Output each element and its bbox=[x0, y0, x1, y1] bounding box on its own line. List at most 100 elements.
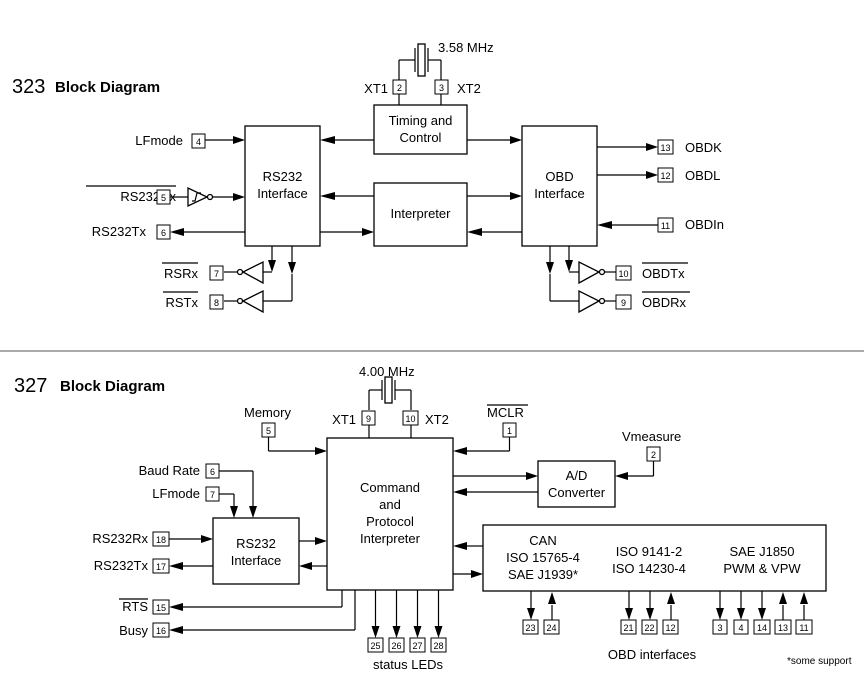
rts-pin: 15 bbox=[156, 603, 166, 613]
xt2-323-label: XT2 bbox=[457, 81, 481, 96]
obdtx-label: OBDTx bbox=[642, 266, 685, 281]
can-label-1: CAN bbox=[529, 533, 556, 548]
obd-label-1: OBD bbox=[545, 169, 573, 184]
rs232rx-323-pin: 5 bbox=[161, 193, 166, 203]
sae-pin-14: 14 bbox=[757, 623, 767, 633]
memory-label: Memory bbox=[244, 405, 291, 420]
vmeasure-pin: 2 bbox=[651, 450, 656, 460]
iso-pin-22: 22 bbox=[644, 623, 654, 633]
led-pin-28: 28 bbox=[433, 641, 443, 651]
rstx-label: RSTx bbox=[166, 295, 199, 310]
status-led-outputs: 25 26 27 28 bbox=[367, 590, 447, 653]
led-pin-25: 25 bbox=[370, 641, 380, 651]
rs232rx-327-label: RS232Rx bbox=[92, 531, 148, 546]
obd-interfaces-label: OBD interfaces bbox=[608, 647, 697, 662]
can-pins: 23 24 bbox=[522, 591, 560, 635]
can-pin-23: 23 bbox=[525, 623, 535, 633]
rs232tx-327-pin: 17 bbox=[156, 562, 166, 572]
timing-label-1: Timing and bbox=[389, 113, 453, 128]
rsrx-label: RSRx bbox=[164, 266, 198, 281]
timing-control-block bbox=[373, 104, 468, 155]
rstx-pin: 8 bbox=[214, 298, 219, 308]
rs232-327-label-1: RS232 bbox=[236, 536, 276, 551]
crystal-323-freq: 3.58 MHz bbox=[438, 40, 494, 55]
vmeasure-label: Vmeasure bbox=[622, 429, 681, 444]
some-support-note: *some support bbox=[787, 656, 852, 667]
xt1-327-label: XT1 bbox=[332, 412, 356, 427]
title-323-text: Block Diagram bbox=[55, 79, 160, 96]
xt1-323-label: XT1 bbox=[364, 81, 388, 96]
xt2-323-pin: 3 bbox=[439, 83, 444, 93]
interpreter-block bbox=[373, 182, 468, 247]
diagram-327: 327 Block Diagram 4.00 MHz 9 XT1 10 XT2 … bbox=[14, 364, 852, 672]
command-label-4: Interpreter bbox=[360, 531, 421, 546]
iso-label-1: ISO 9141-2 bbox=[616, 544, 683, 559]
can-label-3: SAE J1939* bbox=[508, 567, 578, 582]
obdl-label: OBDL bbox=[685, 168, 720, 183]
xt1-323-pin: 2 bbox=[397, 83, 402, 93]
obdk-label: OBDK bbox=[685, 140, 722, 155]
obd-interface-block bbox=[521, 125, 598, 247]
timing-label-2: Control bbox=[400, 130, 442, 145]
rsrx-pin: 7 bbox=[214, 269, 219, 279]
led-pin-27: 27 bbox=[412, 641, 422, 651]
title-327-text: Block Diagram bbox=[60, 378, 165, 395]
memory-pin: 5 bbox=[266, 426, 271, 436]
xt2-327-label: XT2 bbox=[425, 412, 449, 427]
can-label-2: ISO 15765-4 bbox=[506, 550, 580, 565]
iso-pins: 21 22 12 bbox=[620, 591, 679, 635]
obd-protocols-block bbox=[482, 524, 827, 592]
command-label-2: and bbox=[379, 497, 401, 512]
ad-label-2: Converter bbox=[548, 485, 606, 500]
crystal-327 bbox=[368, 376, 412, 410]
rs232tx-327-label: RS232Tx bbox=[94, 558, 149, 573]
mclr-pin: 1 bbox=[507, 426, 512, 436]
sae-label-1: SAE J1850 bbox=[729, 544, 794, 559]
lfmode-327-label: LFmode bbox=[152, 486, 200, 501]
interpreter-label: Interpreter bbox=[391, 206, 452, 221]
ad-label-1: A/D bbox=[566, 468, 588, 483]
xt1-327-pin: 9 bbox=[366, 414, 371, 424]
ad-converter-block bbox=[537, 460, 616, 508]
rs232tx-323-pin: 6 bbox=[161, 228, 166, 238]
rs232-interface-block-327 bbox=[212, 517, 300, 585]
busy-label: Busy bbox=[119, 623, 148, 638]
iso-label-2: ISO 14230-4 bbox=[612, 561, 686, 576]
crystal-327-freq: 4.00 MHz bbox=[359, 364, 415, 379]
rs232-323-label-2: Interface bbox=[257, 186, 308, 201]
rs232-327-label-2: Interface bbox=[231, 553, 282, 568]
rs232-interface-block-323 bbox=[244, 125, 321, 247]
mclr-label: MCLR bbox=[487, 405, 524, 420]
obdin-pin: 11 bbox=[661, 221, 670, 231]
command-label-3: Protocol bbox=[366, 514, 414, 529]
baud-label: Baud Rate bbox=[139, 463, 200, 478]
xt2-327-pin: 10 bbox=[405, 414, 415, 424]
obdin-label: OBDIn bbox=[685, 217, 724, 232]
obdtx-pin: 10 bbox=[618, 269, 628, 279]
rs232-323-label-1: RS232 bbox=[263, 169, 303, 184]
status-leds-label: status LEDs bbox=[373, 657, 444, 672]
rs232tx-323-label: RS232Tx bbox=[92, 224, 147, 239]
rs232rx-327-pin: 18 bbox=[156, 535, 166, 545]
lfmode-323-pin: 4 bbox=[196, 137, 201, 147]
sae-pin-13: 13 bbox=[778, 623, 788, 633]
obdl-pin: 12 bbox=[660, 171, 670, 181]
sae-label-2: PWM & VPW bbox=[723, 561, 801, 576]
sae-pin-4: 4 bbox=[738, 623, 743, 633]
led-pin-26: 26 bbox=[391, 641, 401, 651]
crystal-323 bbox=[398, 43, 442, 80]
obd-label-2: Interface bbox=[534, 186, 585, 201]
title-323-number: 323 bbox=[12, 76, 45, 98]
iso-pin-12: 12 bbox=[665, 623, 675, 633]
obdrx-label: OBDRx bbox=[642, 295, 687, 310]
lfmode-327-pin: 7 bbox=[210, 490, 215, 500]
command-interpreter-block bbox=[326, 437, 454, 591]
iso-pin-21: 21 bbox=[623, 623, 633, 633]
can-pin-24: 24 bbox=[546, 623, 556, 633]
obdk-pin: 13 bbox=[660, 143, 670, 153]
diagram-323: 323 Block Diagram 3.58 MHz 2 XT1 3 XT2 T… bbox=[12, 40, 724, 314]
command-label-1: Command bbox=[360, 480, 420, 495]
lfmode-323-label: LFmode bbox=[135, 133, 183, 148]
sae-pin-3: 3 bbox=[717, 623, 722, 633]
